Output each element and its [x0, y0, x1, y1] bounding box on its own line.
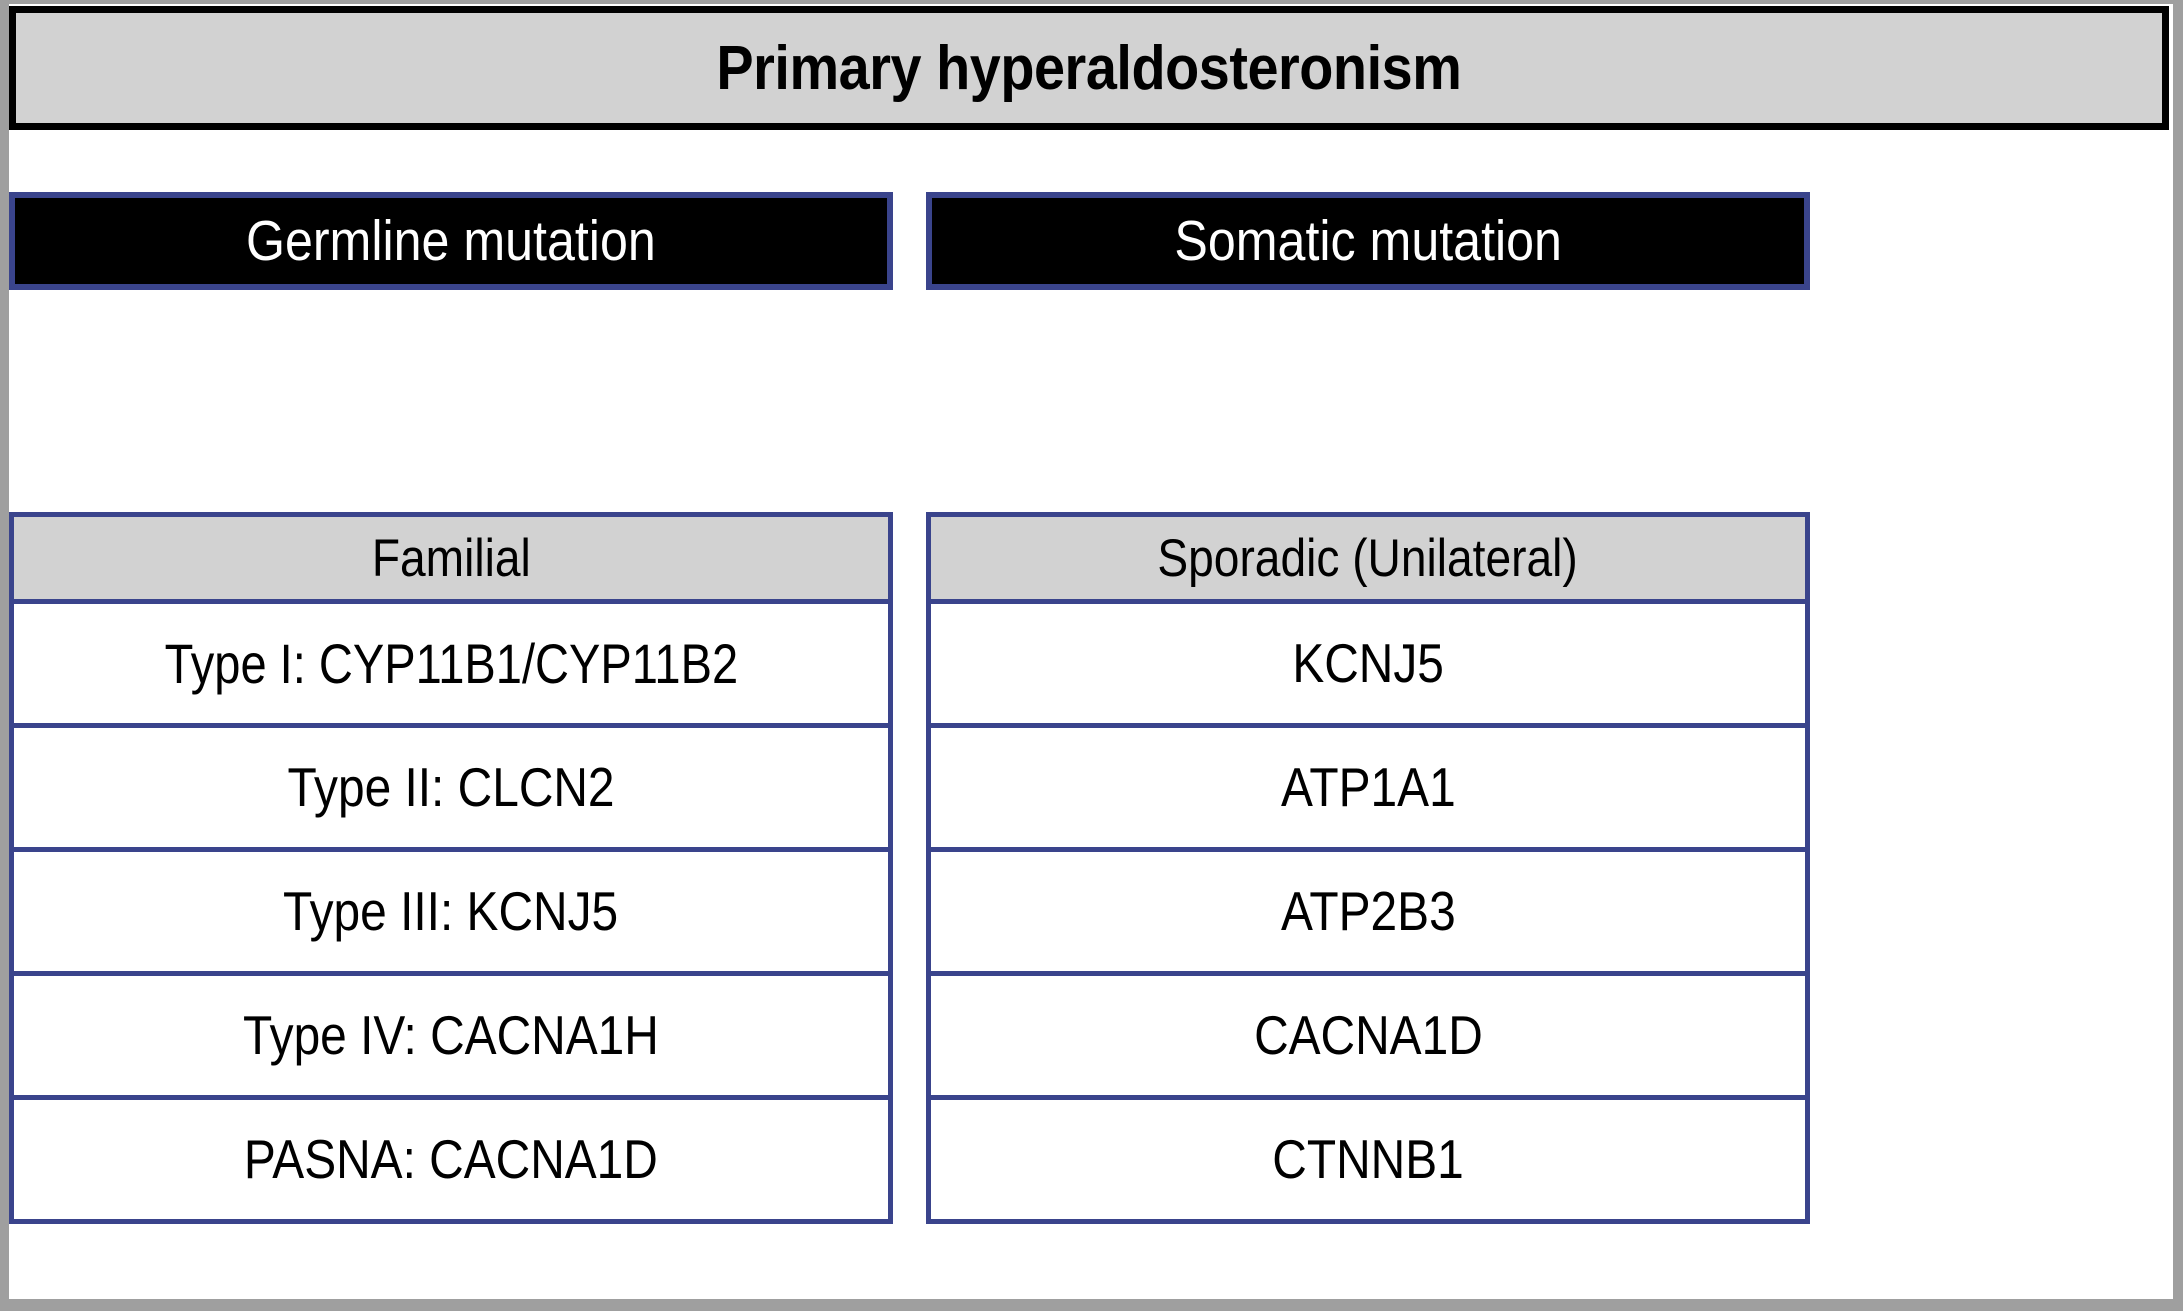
table-row: CTNNB1 [926, 1095, 1810, 1224]
familial-row-type-4: Type IV: CACNA1H [243, 1004, 659, 1066]
page-title: Primary hyperaldosteronism [716, 33, 1462, 103]
familial-table: Familial Type I: CYP11B1/CYP11B2 Type II… [9, 512, 893, 1224]
sporadic-row-kcnj5: KCNJ5 [1292, 632, 1444, 694]
sporadic-table-header-label: Sporadic (Unilateral) [1157, 528, 1579, 588]
somatic-mutation-header-label: Somatic mutation [1174, 209, 1562, 273]
familial-row-type-1: Type I: CYP11B1/CYP11B2 [164, 631, 738, 695]
table-row: CACNA1D [926, 971, 1810, 1100]
table-row: ATP1A1 [926, 723, 1810, 852]
table-row: Type I: CYP11B1/CYP11B2 [9, 599, 893, 728]
table-row: KCNJ5 [926, 599, 1810, 728]
sporadic-row-cacna1d: CACNA1D [1253, 1004, 1483, 1066]
diagram-title-box: Primary hyperaldosteronism [9, 6, 2169, 130]
table-row: PASNA: CACNA1D [9, 1095, 893, 1224]
familial-table-header: Familial [9, 512, 893, 604]
sporadic-row-ctnnb1: CTNNB1 [1272, 1128, 1464, 1190]
sporadic-table: Sporadic (Unilateral) KCNJ5 ATP1A1 ATP2B… [926, 512, 1810, 1224]
table-row: Type II: CLCN2 [9, 723, 893, 852]
familial-row-pasna: PASNA: CACNA1D [244, 1128, 658, 1190]
sporadic-table-header: Sporadic (Unilateral) [926, 512, 1810, 604]
germline-mutation-header: Germline mutation [9, 192, 893, 290]
familial-row-type-2: Type II: CLCN2 [287, 756, 615, 818]
sporadic-row-atp2b3: ATP2B3 [1280, 880, 1456, 942]
somatic-mutation-header: Somatic mutation [926, 192, 1810, 290]
table-row: ATP2B3 [926, 847, 1810, 976]
sporadic-row-atp1a1: ATP1A1 [1280, 756, 1456, 818]
familial-row-type-3: Type III: KCNJ5 [283, 880, 619, 942]
table-row: Type III: KCNJ5 [9, 847, 893, 976]
germline-mutation-header-label: Germline mutation [246, 209, 656, 273]
familial-table-header-label: Familial [371, 528, 531, 588]
table-row: Type IV: CACNA1H [9, 971, 893, 1100]
